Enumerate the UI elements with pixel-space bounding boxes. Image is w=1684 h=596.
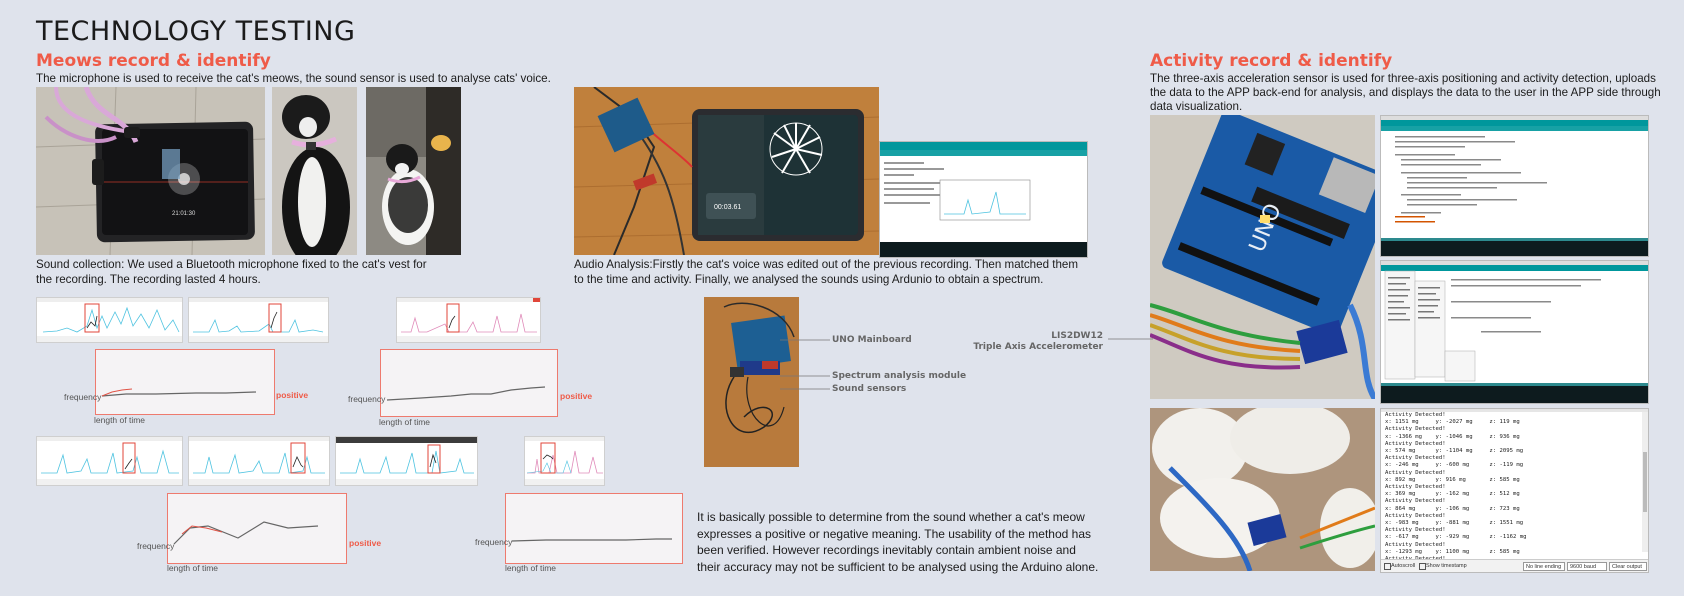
serial-line: x: 892 mg y: 916 mg z: 585 mg	[1385, 476, 1520, 483]
serial-line: Activity Detected!	[1385, 469, 1446, 476]
serial-line: x: 1151 mg y: -2027 mg z: 119 mg	[1385, 419, 1520, 426]
serial-line: Activity Detected!	[1385, 498, 1446, 505]
serial-line: Activity Detected!	[1385, 455, 1446, 462]
meows-conclusion: It is basically possible to determine fr…	[697, 509, 1137, 575]
autoscroll-checkbox[interactable]	[1384, 563, 1391, 570]
activity-line1: The three-axis acceleration sensor is us…	[1150, 72, 1656, 85]
show-timestamp-label: Show timestamp	[1426, 563, 1467, 569]
serial-line: x: 369 mg y: -162 mg z: 512 mg	[1385, 491, 1520, 498]
freq-label-3: frequency	[137, 541, 175, 551]
spectrum-module-label: Spectrum analysis module	[832, 371, 967, 381]
waveform-screenshot-2	[188, 297, 329, 343]
microphone-tablet-photo: 21:01:30	[36, 87, 265, 255]
accelerometer-desc-label: Triple Axis Accelerometer	[973, 342, 1103, 352]
meows-intro: The microphone is used to receive the ca…	[36, 72, 551, 85]
conclusion-line-2: expresses a positive or negative meaning…	[697, 526, 1092, 541]
serial-line: Activity Detected!	[1385, 412, 1446, 418]
serial-line: Activity Detected!	[1385, 440, 1446, 447]
time-label-4: length of time	[505, 563, 557, 573]
autoscroll-label: Autoscroll	[1391, 563, 1416, 569]
freq-label-4: frequency	[475, 537, 513, 547]
activity-heading: Activity record & identify	[1150, 51, 1393, 71]
serial-footer: Autoscroll Show timestamp No line ending…	[1381, 559, 1648, 572]
time-label-3: length of time	[167, 563, 219, 573]
sound-collection-line1: Sound collection: We used a Bluetooth mi…	[36, 258, 427, 271]
serial-line: x: -983 mg y: -881 mg z: 1551 mg	[1385, 520, 1524, 527]
frequency-graph-4	[505, 493, 683, 564]
accelerometer-name-label: LIS2DW12	[1051, 331, 1103, 341]
serial-line: x: -1366 mg y: -1046 mg z: 936 mg	[1385, 433, 1520, 440]
page-title: TECHNOLOGY TESTING	[36, 16, 356, 47]
waveform-screenshot-4	[36, 436, 183, 486]
sound-collection-line2: the recording. The recording lasted 4 ho…	[36, 273, 261, 286]
activity-line2: the data to the APP back-end for analysi…	[1150, 86, 1661, 99]
serial-line: x: -617 mg y: -929 mg z: -1162 mg	[1385, 534, 1527, 541]
serial-monitor-topbar	[1381, 409, 1648, 412]
time-label-1: length of time	[94, 415, 146, 425]
serial-line: Activity Detected!	[1385, 527, 1446, 534]
serial-line: Activity Detected!	[1385, 426, 1446, 433]
audio-analysis-line1: Audio Analysis:Firstly the cat's voice w…	[574, 258, 1079, 271]
arduino-ide-screenshot	[879, 141, 1088, 258]
arduino-code-screenshot-2	[1380, 260, 1649, 404]
show-timestamp-checkbox[interactable]	[1419, 563, 1426, 570]
serial-line: x: -246 mg y: -600 mg z: -119 mg	[1385, 462, 1524, 469]
serial-monitor: Activity Detected!x: 1151 mg y: -2027 mg…	[1380, 408, 1649, 573]
waveform-screenshot-1	[36, 297, 183, 343]
positive-label-1: positive	[276, 390, 309, 400]
frequency-graph-1	[95, 349, 275, 415]
tablet-counter-text: 00:03.61	[714, 204, 741, 211]
positive-label-2: positive	[560, 391, 593, 401]
arduino-uno-photo: UNO	[1150, 115, 1375, 399]
meows-heading: Meows record & identify	[36, 51, 271, 71]
serial-line: x: 574 mg y: -1104 mg z: 2095 mg	[1385, 448, 1524, 455]
serial-line: Activity Detected!	[1385, 512, 1446, 519]
serial-line: x: -1293 mg y: 1100 mg z: 585 mg	[1385, 548, 1520, 555]
line-ending-select[interactable]: No line ending	[1523, 562, 1565, 571]
waveform-screenshot-5	[188, 436, 330, 486]
serial-output: Activity Detected!x: 1151 mg y: -2027 mg…	[1385, 412, 1635, 572]
serial-scrollbar[interactable]	[1642, 412, 1648, 552]
baud-select[interactable]: 9600 baud	[1567, 562, 1607, 571]
waveform-screenshot-7	[524, 436, 605, 486]
line-ending-value: No line ending	[1526, 564, 1562, 570]
accelerometer-leader-line	[1108, 338, 1153, 340]
serial-line: Activity Detected!	[1385, 484, 1446, 491]
time-label-2: length of time	[379, 417, 431, 427]
freq-label-1: frequency	[64, 392, 102, 402]
conclusion-line-1: It is basically possible to determine fr…	[697, 510, 1085, 524]
frequency-graph-2	[380, 349, 558, 417]
uno-mainboard-label: UNO Mainboard	[832, 335, 912, 345]
serial-line: x: 864 mg y: -106 mg z: 723 mg	[1385, 505, 1520, 512]
waveform-screenshot-6	[335, 436, 478, 486]
clear-output-label: Clear output	[1612, 564, 1642, 570]
clear-output-button[interactable]: Clear output	[1609, 562, 1647, 571]
positive-label-3: positive	[349, 538, 382, 548]
frequency-graph-3	[167, 493, 347, 564]
cat-vest-photo	[272, 87, 357, 255]
cat-sitting-photo	[366, 87, 461, 255]
serial-line: Activity Detected!	[1385, 541, 1446, 548]
audio-analysis-photo: 00:03.61	[574, 87, 879, 255]
sound-sensors-label: Sound sensors	[832, 384, 907, 394]
activity-line3: data visualization.	[1150, 100, 1243, 113]
waveform-screenshot-3	[396, 297, 541, 343]
tablet-time-text: 21:01:30	[172, 211, 196, 217]
hardware-leader-lines	[780, 339, 830, 390]
serial-scrollbar-thumb[interactable]	[1643, 452, 1647, 512]
arduino-code-screenshot-1	[1380, 115, 1649, 257]
conclusion-line-4: their accuracy may not be sufficient to …	[697, 559, 1099, 574]
cat-fur-sensor-photo	[1150, 408, 1375, 571]
conclusion-line-3: been verified. However recordings inevit…	[697, 543, 1076, 557]
baud-value: 9600 baud	[1570, 564, 1596, 570]
hardware-photo	[704, 297, 799, 467]
audio-analysis-line2: to the time and activity. Finally, we an…	[574, 273, 1044, 286]
freq-label-2: frequency	[348, 394, 386, 404]
